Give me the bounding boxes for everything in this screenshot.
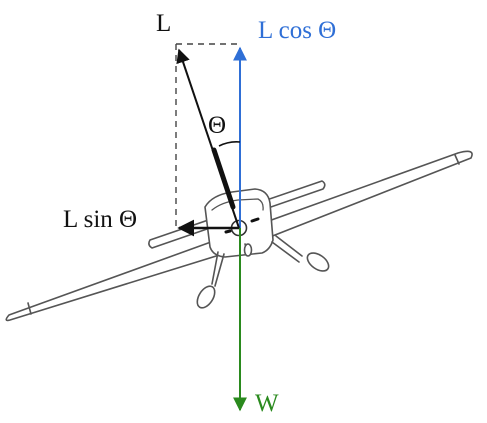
- right-wingtip-mark: [454, 154, 460, 165]
- angle-arc: [218, 141, 241, 147]
- propeller-blade: [250, 217, 260, 223]
- lift-arrow-thick-segment: [211, 147, 236, 210]
- lift-horizontal-component-label: L sin Θ: [63, 206, 137, 233]
- windscreen: [211, 198, 264, 211]
- weight-label: W: [255, 390, 279, 417]
- propeller-blade: [224, 229, 232, 234]
- right-main-gear: [271, 235, 330, 272]
- lift-label: L: [156, 10, 171, 37]
- angle-theta-label: Θ: [208, 112, 226, 139]
- left-main-gear: [196, 251, 225, 309]
- nose-gear: [243, 243, 253, 257]
- lift-vertical-component-label: L cos Θ: [258, 17, 336, 44]
- left-wingtip-mark: [27, 302, 32, 315]
